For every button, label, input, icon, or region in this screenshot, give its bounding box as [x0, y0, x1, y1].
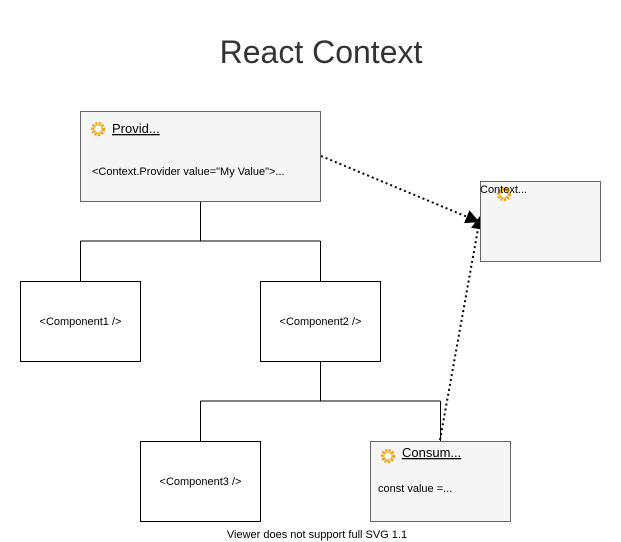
consumer-name: Consum... — [402, 445, 461, 460]
context-node[interactable]: Context... — [480, 181, 601, 262]
tree-connectors — [80, 201, 441, 441]
svg-support-warning: Viewer does not support full SVG 1.1 — [227, 529, 407, 541]
diagram-title: React Context — [220, 34, 423, 70]
component1-label: <Component1 /> — [40, 316, 122, 328]
component2-node[interactable]: <Component2 /> — [260, 281, 381, 362]
component3-node[interactable]: <Component3 /> — [140, 441, 261, 522]
consumer-code: const value =... — [378, 483, 452, 495]
consumer-node[interactable]: Consum... const value =... — [370, 441, 511, 522]
provider-name: Provid... — [112, 121, 160, 136]
component2-children-connector — [200, 361, 441, 441]
provider-code: <Context.Provider value="My Value">... — [92, 166, 285, 178]
consumer-to-context-arrow — [439, 215, 485, 441]
provider-node[interactable]: Provid... <Context.Provider value="My Va… — [80, 111, 321, 202]
component2-label: <Component2 /> — [280, 316, 362, 328]
provider-children-connector — [80, 201, 321, 282]
component1-node[interactable]: <Component1 /> — [20, 281, 141, 362]
component3-label: <Component3 /> — [160, 476, 242, 488]
context-name: Context... — [480, 184, 527, 196]
provider-to-context-arrow — [320, 155, 480, 224]
